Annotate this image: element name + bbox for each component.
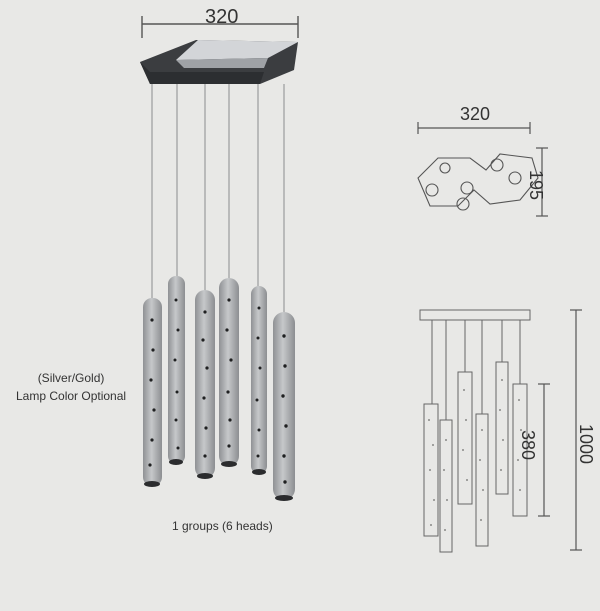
plan-depth-label: 195 xyxy=(526,170,546,201)
plan-dimension-lines xyxy=(417,122,548,217)
tube-perforations xyxy=(148,298,288,484)
total-height-label: 1000 xyxy=(576,424,596,465)
groups-note: 1 groups (6 heads) xyxy=(172,519,273,533)
color-option-line-2: Lamp Color Optional xyxy=(16,389,127,403)
color-option-line-1: (Silver/Gold) xyxy=(37,371,105,385)
pendant-tubes xyxy=(143,276,295,500)
canopy xyxy=(140,40,298,84)
tube-length-label: 380 xyxy=(518,430,538,461)
elevation-view xyxy=(419,309,531,553)
top-width-label: 320 xyxy=(205,6,239,28)
elevation-sparkles xyxy=(428,379,522,531)
top-dimension-line xyxy=(141,16,299,38)
elevation-dimension-lines xyxy=(538,309,582,551)
color-option-note: (Silver/Gold) Lamp Color Optional xyxy=(16,369,126,405)
tube-bottoms xyxy=(144,459,293,501)
suspension-wires xyxy=(151,84,285,314)
plan-width-label: 320 xyxy=(460,104,491,124)
plan-view xyxy=(417,153,539,211)
